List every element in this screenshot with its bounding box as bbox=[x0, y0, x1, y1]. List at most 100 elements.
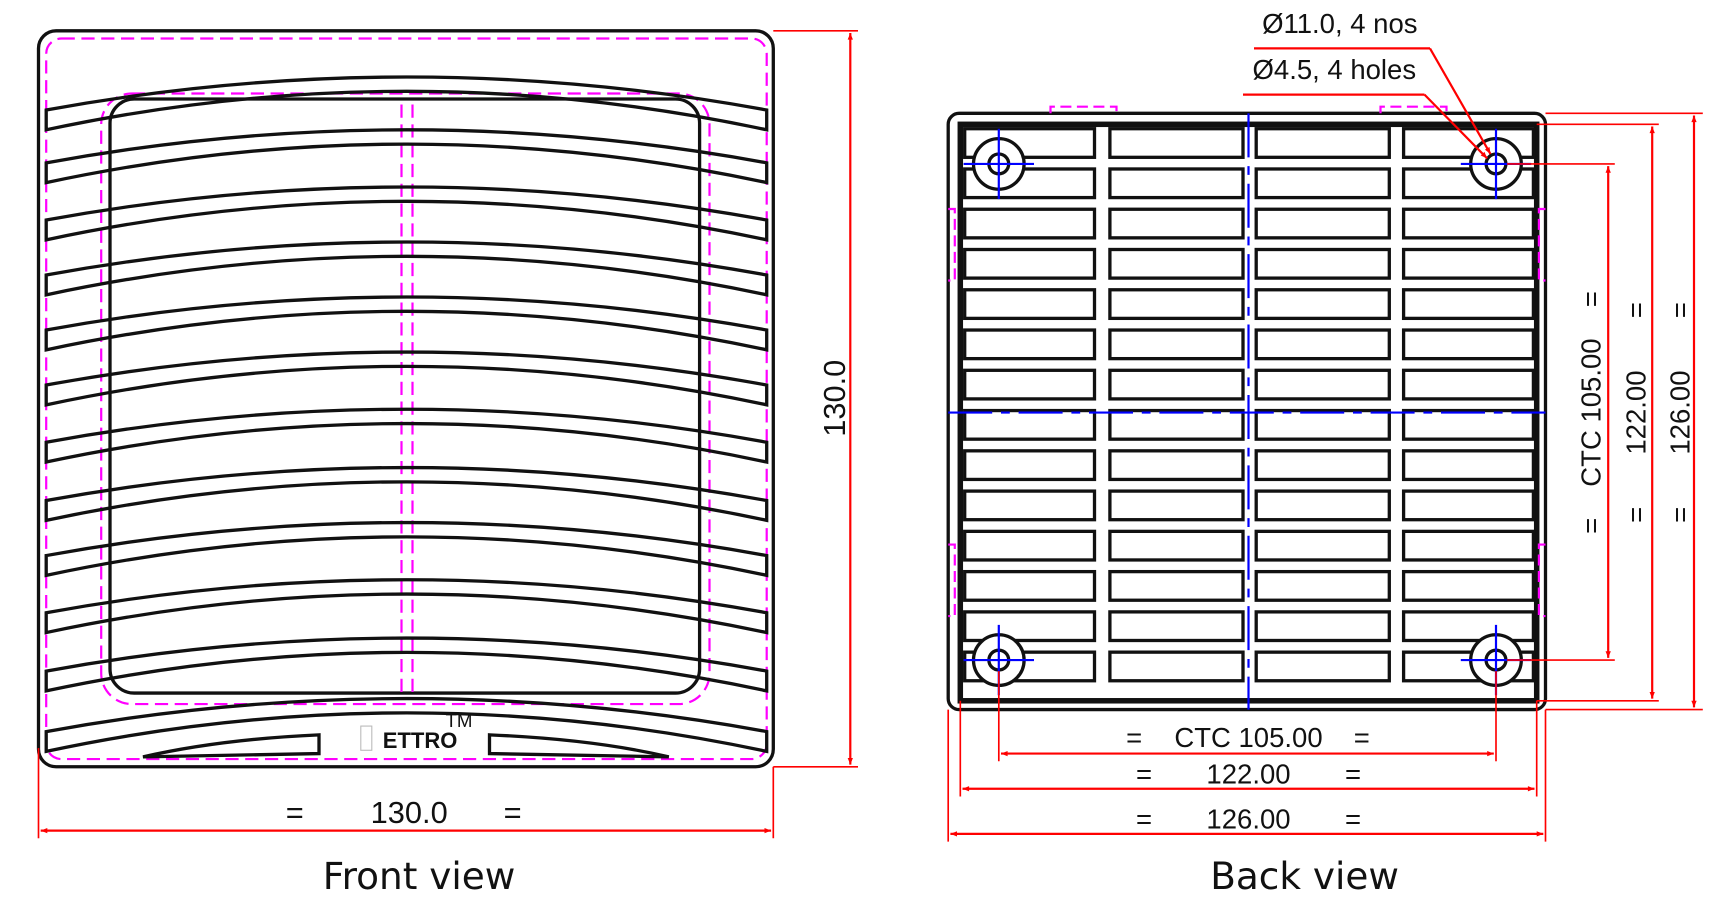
vent-slot bbox=[1108, 207, 1245, 240]
vent-slot bbox=[963, 569, 1097, 602]
leader-outer-hole bbox=[1429, 47, 1492, 155]
vent-slot bbox=[1254, 328, 1391, 361]
equal-mark: = bbox=[1345, 803, 1361, 834]
vent-slot bbox=[1254, 408, 1391, 441]
front-view: ETTRO TM 130.0 = 130.0 = Front view bbox=[36, 29, 859, 898]
vent-slot bbox=[963, 489, 1097, 522]
inner-horizontal-text: 122.00 bbox=[1206, 758, 1290, 789]
vent-slot bbox=[963, 127, 1097, 159]
vent-slot bbox=[1254, 529, 1391, 562]
vent-slot bbox=[963, 167, 1097, 200]
equal-mark: = bbox=[1576, 291, 1607, 307]
equal-mark: = bbox=[1136, 758, 1152, 789]
outer-horizontal-text: 126.00 bbox=[1206, 803, 1290, 834]
equal-mark: = bbox=[1621, 507, 1652, 523]
hidden-tabs bbox=[1049, 105, 1448, 114]
vent-slot bbox=[1401, 368, 1536, 401]
vent-slot bbox=[1401, 449, 1536, 482]
vent-slot bbox=[1108, 368, 1245, 401]
vent-slot bbox=[1254, 650, 1391, 683]
hole-note-inner: Ø4.5, 4 holes bbox=[1253, 54, 1417, 85]
equal-mark: = bbox=[1576, 518, 1607, 534]
louver-slat bbox=[44, 240, 769, 297]
vent-slot bbox=[1401, 529, 1536, 562]
vent-slot bbox=[1254, 288, 1391, 321]
equal-mark: = bbox=[1621, 302, 1652, 318]
louvers bbox=[44, 75, 769, 754]
louver-slat bbox=[44, 520, 769, 578]
louver-slat bbox=[44, 636, 769, 693]
equal-mark: = bbox=[1136, 803, 1152, 834]
vent-slot bbox=[963, 650, 1097, 683]
vent-slot bbox=[1108, 127, 1245, 159]
outer-vertical-text: 126.00 bbox=[1665, 370, 1696, 454]
louver-slat bbox=[44, 295, 769, 352]
equal-mark: = bbox=[286, 795, 304, 830]
vent-slot bbox=[963, 610, 1097, 643]
vent-slot bbox=[1254, 247, 1391, 280]
vent-slot bbox=[1108, 489, 1245, 522]
vent-slot bbox=[1108, 288, 1245, 321]
front-view-caption: Front view bbox=[323, 854, 516, 898]
height-dimension-text: 130.0 bbox=[817, 360, 852, 437]
equal-mark: = bbox=[504, 795, 522, 830]
louver-slat bbox=[44, 578, 769, 635]
vent-slot bbox=[1108, 650, 1245, 683]
vent-slot bbox=[1401, 328, 1536, 361]
inner-vertical-text: 122.00 bbox=[1621, 370, 1652, 454]
vent-slot bbox=[1254, 368, 1391, 401]
vent-slot bbox=[1108, 610, 1245, 643]
vent-slot bbox=[1254, 449, 1391, 482]
ctc-vertical-text: CTC 105.00 bbox=[1576, 338, 1607, 486]
leader-inner-hole bbox=[1423, 93, 1488, 160]
front-window-frame bbox=[108, 97, 702, 695]
front-outline bbox=[36, 29, 775, 769]
logo-text: ETTRO bbox=[383, 728, 458, 753]
width-dimension-text: 130.0 bbox=[371, 795, 448, 830]
vent-slot bbox=[1401, 610, 1536, 643]
vent-slot bbox=[963, 368, 1097, 401]
louver-slat bbox=[44, 407, 769, 465]
vent-slot bbox=[1254, 167, 1391, 200]
equal-mark: = bbox=[1126, 722, 1142, 753]
vent-slot bbox=[1401, 247, 1536, 280]
equal-mark: = bbox=[1354, 722, 1370, 753]
vent-slot bbox=[1108, 569, 1245, 602]
vent-slot bbox=[1401, 650, 1536, 683]
vent-slot bbox=[1108, 449, 1245, 482]
louver-slat bbox=[44, 128, 769, 185]
logo-tm: TM bbox=[446, 710, 473, 731]
ctc-horizontal-text: CTC 105.00 bbox=[1174, 722, 1322, 753]
vent-slot bbox=[1254, 207, 1391, 240]
back-view: Ø11.0, 4 nos Ø4.5, 4 holes = CTC 105.00 … bbox=[946, 8, 1703, 898]
louver-slat bbox=[44, 75, 769, 132]
vent-slot bbox=[1254, 127, 1391, 159]
louver-slat bbox=[44, 696, 769, 754]
equal-mark: = bbox=[1665, 507, 1696, 523]
logo-mark bbox=[360, 725, 373, 751]
vent-slot bbox=[963, 288, 1097, 321]
vent-grid bbox=[963, 127, 1536, 683]
vent-slot bbox=[1401, 569, 1536, 602]
equal-mark: = bbox=[1665, 302, 1696, 318]
vent-slot bbox=[963, 247, 1097, 280]
vent-slot bbox=[1254, 610, 1391, 643]
vent-slot bbox=[1108, 529, 1245, 562]
hidden-outline-inner bbox=[100, 92, 711, 706]
louver-slat bbox=[44, 185, 769, 242]
vent-slot bbox=[1108, 408, 1245, 441]
back-view-caption: Back view bbox=[1210, 854, 1399, 898]
vent-slot bbox=[1401, 127, 1536, 159]
equal-mark: = bbox=[1345, 758, 1361, 789]
louver-slat bbox=[44, 465, 769, 523]
vent-slot bbox=[1401, 408, 1536, 441]
vent-slot bbox=[963, 529, 1097, 562]
vent-slot bbox=[963, 408, 1097, 441]
vent-slot bbox=[963, 207, 1097, 240]
hole-note-outer: Ø11.0, 4 nos bbox=[1262, 8, 1417, 39]
hole-centermark bbox=[963, 128, 1034, 200]
hidden-tabs bbox=[948, 207, 1546, 618]
louver-slat bbox=[44, 350, 769, 407]
vent-slot bbox=[1254, 489, 1391, 522]
vent-slot bbox=[1108, 167, 1245, 200]
